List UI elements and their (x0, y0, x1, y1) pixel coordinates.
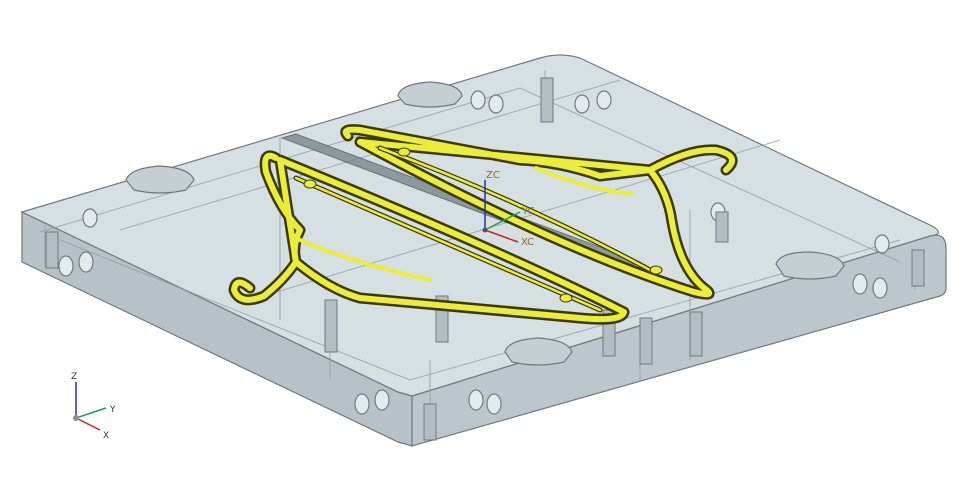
plate-holes (58, 90, 890, 415)
wcs-x-axis (484, 229, 519, 243)
plate-top-face (20, 54, 940, 397)
view-y-label: Y (109, 405, 116, 415)
wcs-triad[interactable]: ZC YC XC (482, 170, 535, 248)
plate-slots (125, 81, 845, 366)
hanger-part-lower[interactable] (228, 150, 630, 325)
view-triad: Z Y X (71, 372, 116, 441)
wcs-x-label: XC (521, 237, 534, 248)
view-y-axis (75, 407, 107, 419)
view-x-label: X (103, 431, 109, 441)
plate-right-side-face (411, 234, 947, 447)
hanger-part-upper[interactable] (340, 124, 738, 300)
wcs-y-axis (484, 211, 521, 231)
view-x-axis (75, 417, 101, 431)
wcs-z-label: ZC (486, 170, 500, 181)
plate-pins (45, 77, 925, 441)
wcs-y-label: YC (521, 206, 535, 217)
view-z-label: Z (71, 372, 77, 382)
